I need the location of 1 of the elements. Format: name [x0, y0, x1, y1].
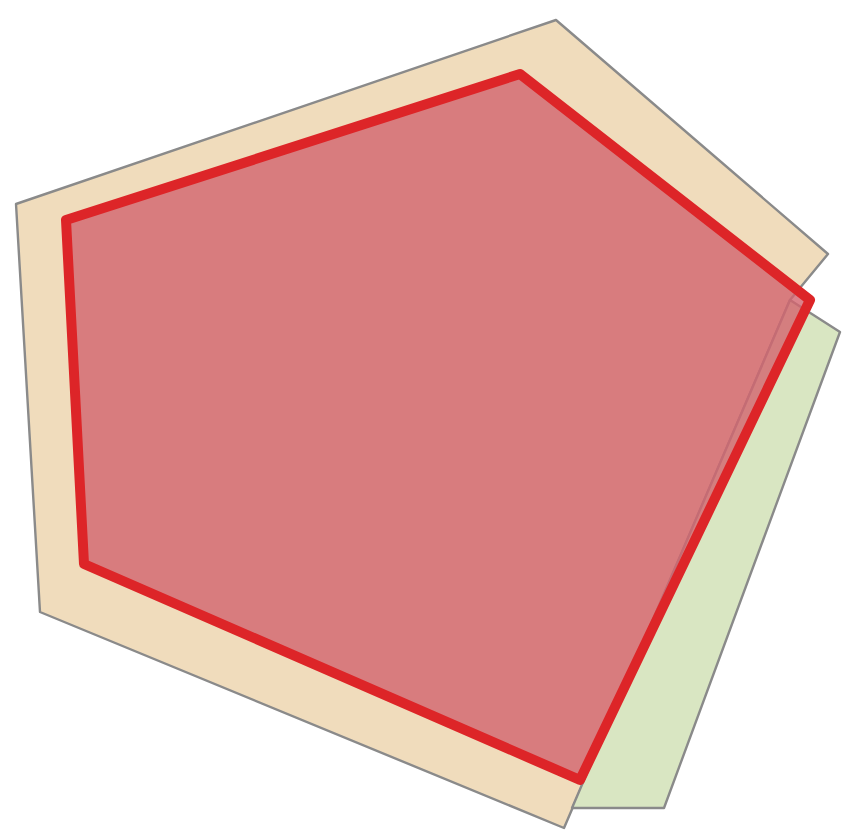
highlighted-region [61, 69, 815, 785]
